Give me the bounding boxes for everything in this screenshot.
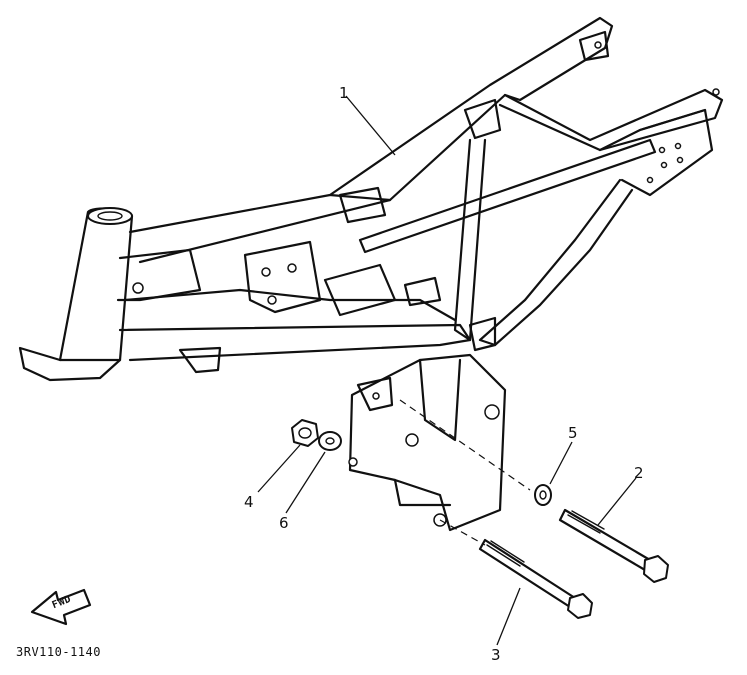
- callout-5: 5: [568, 424, 578, 442]
- leader-2: [597, 477, 637, 526]
- engine-mount-bracket: [348, 353, 507, 532]
- alignment-line-lower: [439, 519, 486, 546]
- bolt-part-2: [558, 508, 669, 583]
- washer-part-6: [318, 431, 342, 451]
- leader-1: [345, 95, 396, 156]
- washer-part-5: [534, 484, 552, 506]
- callout-1: 1: [339, 84, 349, 102]
- alignment-line-upper: [399, 399, 531, 491]
- forward-arrow-icon: [30, 588, 92, 626]
- callout-4: 4: [244, 493, 254, 511]
- diagram-code: 3RV110-1140: [16, 645, 101, 659]
- callout-6: 6: [279, 514, 289, 532]
- callout-3: 3: [491, 646, 501, 664]
- leader-6: [285, 451, 326, 514]
- callout-2: 2: [634, 464, 644, 482]
- frame-part-1: [18, 16, 724, 382]
- leader-5: [549, 441, 573, 485]
- leader-4: [257, 444, 301, 493]
- leader-3: [496, 587, 521, 646]
- bolt-part-3: [478, 538, 593, 619]
- nut-part-4: [291, 419, 319, 447]
